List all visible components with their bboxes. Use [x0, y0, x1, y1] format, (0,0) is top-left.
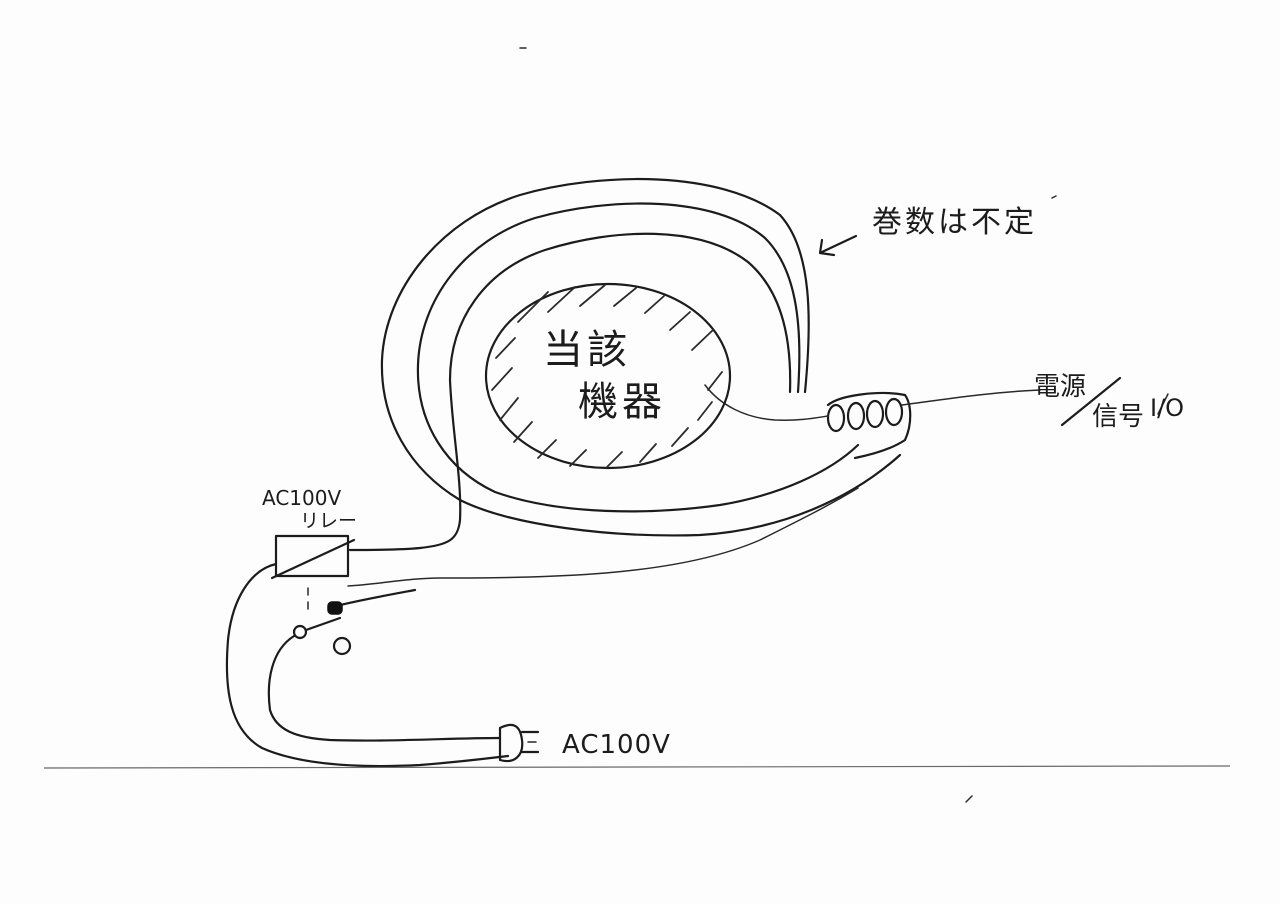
device-hatching: [491, 284, 723, 469]
wire-relay-to-switch: [347, 487, 859, 587]
turns-arrow: [818, 234, 858, 257]
paper-edge-line: [43, 765, 1231, 769]
ac-plug: [498, 723, 540, 763]
relay-box: [270, 534, 356, 580]
power-cord-outer: [225, 562, 510, 768]
coil-winding: [826, 391, 912, 460]
device-label-line1: 当該: [543, 327, 631, 373]
turns-label: 巻数は不定: [872, 205, 1037, 240]
io-slash: [1157, 393, 1169, 415]
plug-label: AC100V: [562, 730, 671, 760]
device-ellipse: [484, 282, 732, 470]
wire-switch-line: [334, 588, 417, 608]
power-cord-inner: [267, 634, 502, 742]
coil-loop-outer: [380, 177, 902, 537]
signal-lead-source: [901, 389, 1041, 406]
coil-loop-middle: [416, 202, 860, 513]
coil-loop-inner: [348, 232, 792, 552]
relay-switch-contacts: [292, 601, 352, 656]
source-label-line2: 信号: [1092, 402, 1145, 432]
relay-label-line2: リレー: [300, 510, 358, 532]
source-label-line1: 電源: [1034, 372, 1087, 402]
source-slash: [1060, 376, 1122, 427]
device-label-line2: 機器: [578, 379, 666, 425]
stray-marks: [519, 47, 1057, 803]
signal-lead-device: [704, 384, 829, 421]
relay-label-line1: AC100V: [262, 486, 342, 510]
io-label: I/O: [1150, 394, 1185, 422]
